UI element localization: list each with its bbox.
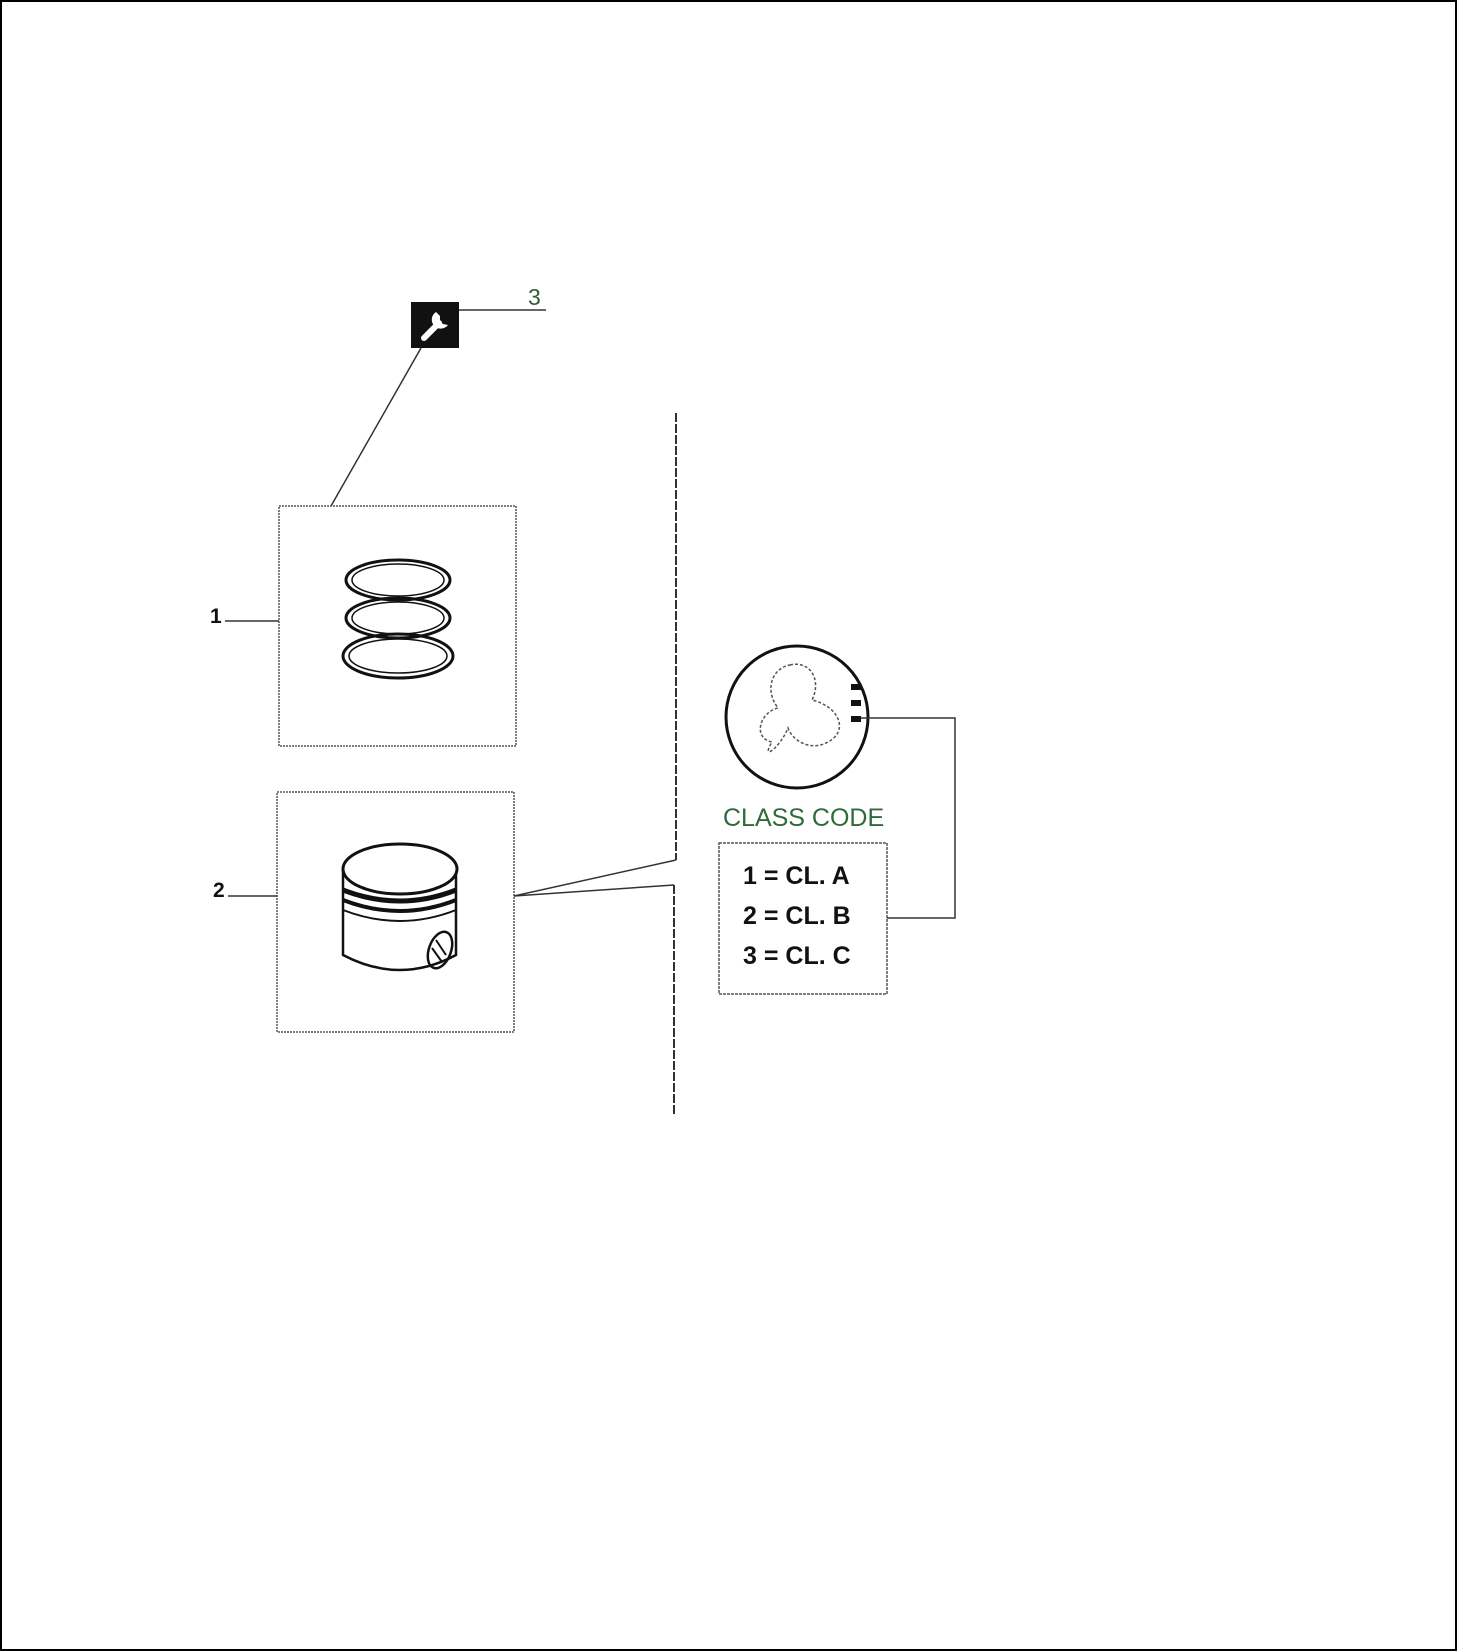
connector-upper	[513, 859, 677, 897]
callout-1: 1	[210, 605, 222, 628]
rings-box	[278, 505, 517, 747]
callout-2: 2	[213, 879, 225, 902]
class-code-row-3: 3 = CL. C	[743, 942, 851, 970]
piston-image	[341, 842, 459, 972]
class-code-row-1: 1 = CL. A	[743, 862, 850, 890]
connector-lower	[513, 884, 675, 897]
class-code-box	[718, 842, 888, 995]
class-code-row-2: 2 = CL. B	[743, 902, 851, 930]
class-code-bracket	[861, 717, 956, 919]
piston-crown-detail	[724, 644, 870, 790]
wrench-icon	[411, 302, 459, 348]
piston-box	[276, 791, 515, 1033]
leader-tool-to-rings	[330, 347, 422, 507]
callout-3: 3	[528, 284, 541, 310]
piston-rings-image	[341, 558, 455, 680]
class-code-title: CLASS CODE	[723, 804, 884, 832]
